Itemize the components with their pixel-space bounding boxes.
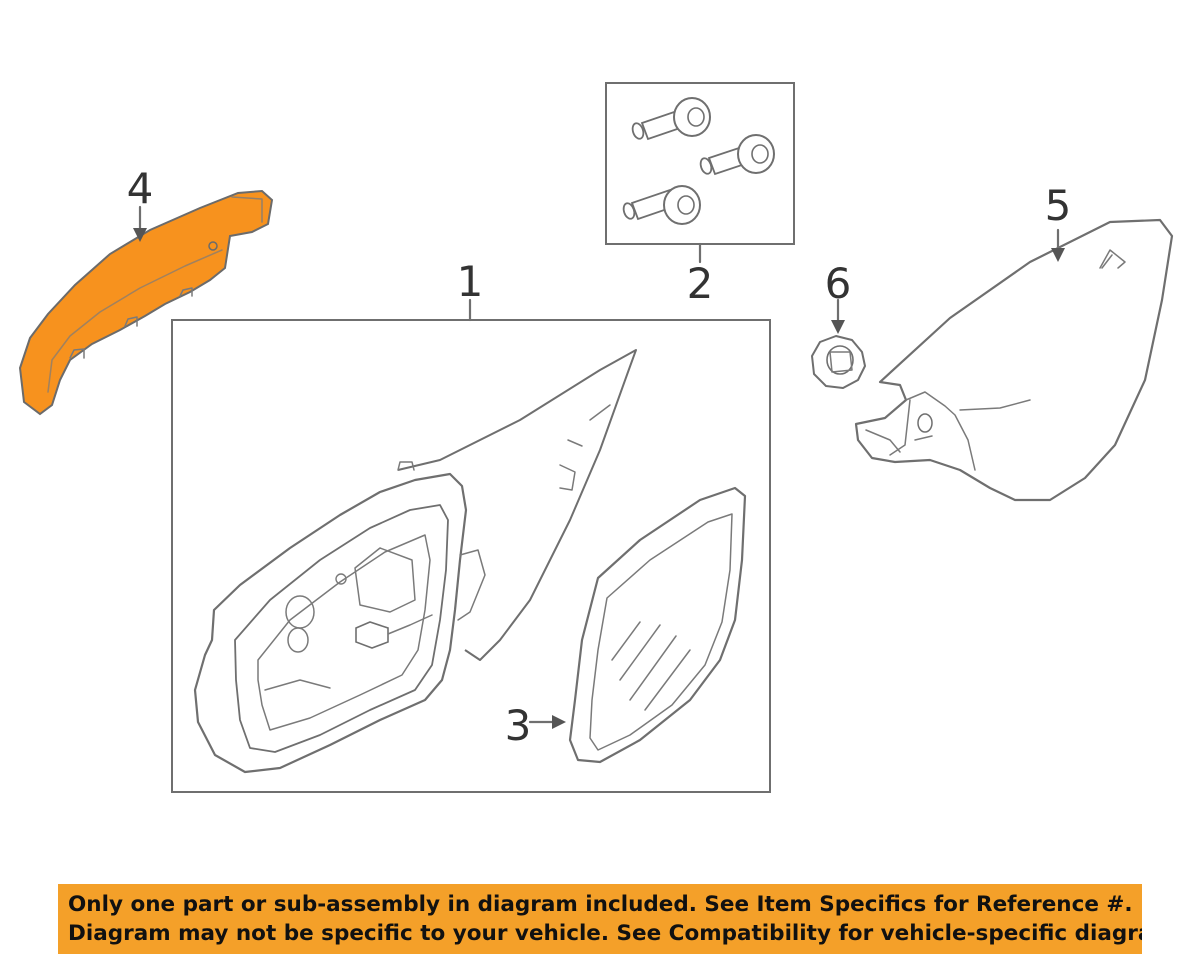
callout-3-arrowhead <box>552 715 566 729</box>
part-6-clip <box>811 335 866 389</box>
disclaimer-line-2: Diagram may not be specific to your vehi… <box>68 921 1142 946</box>
callout-3-label: 3 <box>505 701 532 750</box>
part-3-mirror-glass <box>568 486 747 764</box>
screw-a <box>631 97 711 141</box>
callout-5-label: 5 <box>1045 181 1072 230</box>
callout-1-label: 1 <box>457 257 484 306</box>
callout-6-arrowhead <box>831 320 845 334</box>
callout-2-label: 2 <box>687 259 714 308</box>
callout-6-label: 6 <box>825 259 852 308</box>
part-2-screws <box>605 82 795 245</box>
disclaimer-line-1: Only one part or sub-assembly in diagram… <box>68 892 1133 917</box>
part-5-lower-cover <box>854 218 1174 502</box>
disclaimer-banner: Only one part or sub-assembly in diagram… <box>58 884 1142 954</box>
callout-4-arrowhead <box>133 228 147 242</box>
callout-5-arrowhead <box>1051 248 1065 262</box>
callout-4-label: 4 <box>127 164 154 213</box>
screw-c <box>622 185 701 225</box>
part-4-mirror-cap <box>18 189 274 416</box>
screw-b <box>699 134 775 176</box>
